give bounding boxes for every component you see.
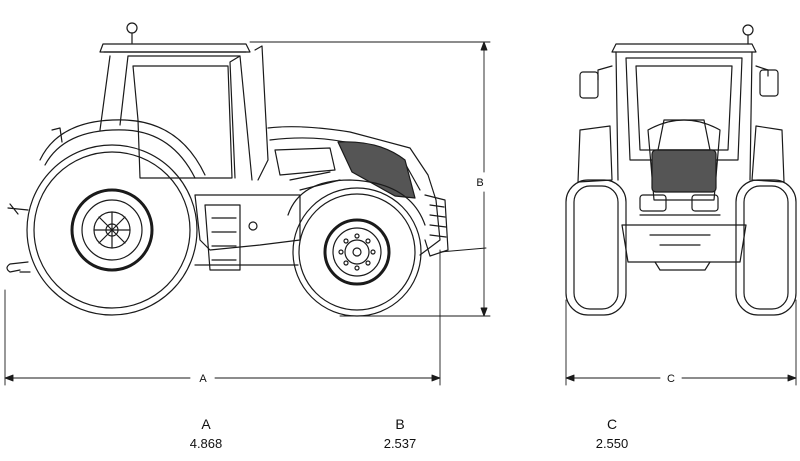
- chassis: [194, 194, 301, 251]
- tractor-side-view: [6, 22, 449, 317]
- front-cab-frame: [615, 51, 753, 181]
- dim-label-a: A: [199, 373, 207, 385]
- left-mirror: [579, 71, 599, 99]
- step-ladder: [204, 204, 241, 271]
- cab-roof: [99, 43, 251, 53]
- dimension-b-legend: B 2.537: [360, 416, 440, 451]
- front-weights: [424, 194, 449, 257]
- rear-hitch: [6, 203, 29, 273]
- front-right-tire: [735, 179, 797, 316]
- windshield: [635, 65, 733, 151]
- front-left-tire: [565, 179, 627, 316]
- right-front-fender: [751, 125, 785, 183]
- dimension-a-value: 4.868: [189, 436, 223, 451]
- dimension-a-key: A: [201, 416, 211, 432]
- left-headlight: [639, 194, 667, 212]
- cab-frame: [99, 55, 253, 181]
- front-axle: [621, 224, 747, 263]
- dimension-a-legend: A 4.868: [166, 416, 246, 451]
- front-cab-roof: [611, 43, 757, 53]
- left-front-fender: [577, 125, 613, 183]
- beacon-icon: [126, 22, 138, 34]
- hood-dark-panel: [337, 141, 416, 199]
- dimension-lines: [4, 41, 797, 386]
- dimension-c-key: C: [606, 416, 618, 432]
- hood: [267, 126, 441, 256]
- rear-fender: [39, 119, 206, 176]
- dimension-c-legend: C 2.550: [572, 416, 652, 451]
- dimension-b-key: B: [395, 416, 405, 432]
- tractor-front-view: [565, 24, 797, 316]
- dimension-b-value: 2.537: [383, 436, 417, 451]
- dim-label-c: C: [667, 373, 675, 385]
- cab-window: [132, 65, 233, 179]
- rear-wheel: [26, 144, 198, 316]
- front-fender: [287, 179, 426, 226]
- front-grille: [651, 149, 717, 193]
- dim-label-b: B: [476, 177, 483, 189]
- front-wheel: [292, 187, 422, 317]
- dimension-c-value: 2.550: [595, 436, 629, 451]
- exhaust-pipe: [254, 45, 269, 181]
- front-beacon-icon: [742, 24, 754, 36]
- right-mirror: [759, 69, 779, 97]
- right-headlight: [691, 194, 719, 212]
